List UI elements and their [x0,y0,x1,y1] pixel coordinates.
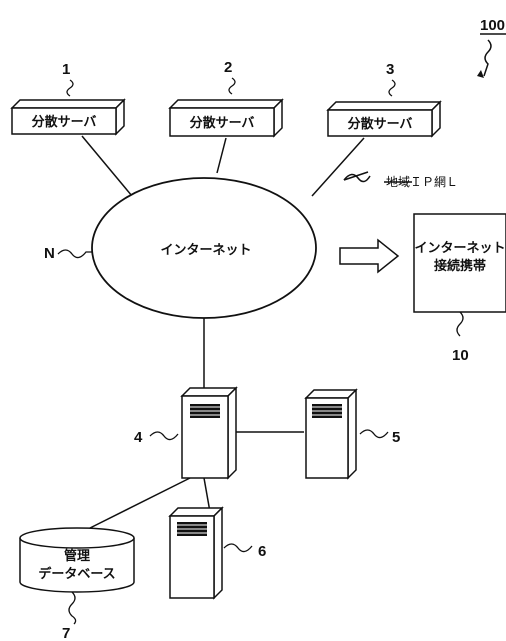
management-database: 管理 データベース 7 [19,527,135,641]
mobile-number: 10 [452,347,469,364]
host-number-4: 4 [134,429,143,446]
network-ref-label: N [44,245,55,262]
server-label-3: 分散サーバ [348,116,413,132]
figure-reference: 100 [477,17,506,78]
host-computer-5: 5 [304,388,400,480]
mobile-label-line1: インターネット [414,241,505,256]
internet-cloud: インターネット [91,177,317,319]
server-label-1: 分散サーバ [32,114,97,130]
distributed-server-2: 2 分散サーバ [168,59,284,138]
figure-number: 100 [480,17,505,34]
server-number-2: 2 [224,59,232,76]
mobile-device: インターネット 接続携帯 10 [413,213,506,364]
right-arrow-icon [339,238,400,274]
host-number-5: 5 [392,429,400,446]
distributed-server-1: 1 分散サーバ [10,61,126,136]
server-number-1: 1 [62,61,70,78]
server-number-3: 3 [386,61,394,78]
mobile-label-line2: 接続携帯 [434,258,486,274]
arrowhead-icon [477,70,484,78]
server-label-2: 分散サーバ [190,115,255,131]
regional-network-label: 地域ＩＰ網Ｌ [386,175,458,189]
internet-label: インターネット [160,243,251,258]
database-number: 7 [62,625,70,641]
host-computer-4: 4 [134,386,238,480]
database-label-line2: データベース [38,566,115,582]
host-number-6: 6 [258,543,266,560]
connections [81,135,412,531]
network-reference: N [44,245,92,262]
host-computer-6: 6 [168,506,266,600]
database-label-line1: 管理 [64,548,90,564]
distributed-server-3: 3 分散サーバ [326,61,442,138]
